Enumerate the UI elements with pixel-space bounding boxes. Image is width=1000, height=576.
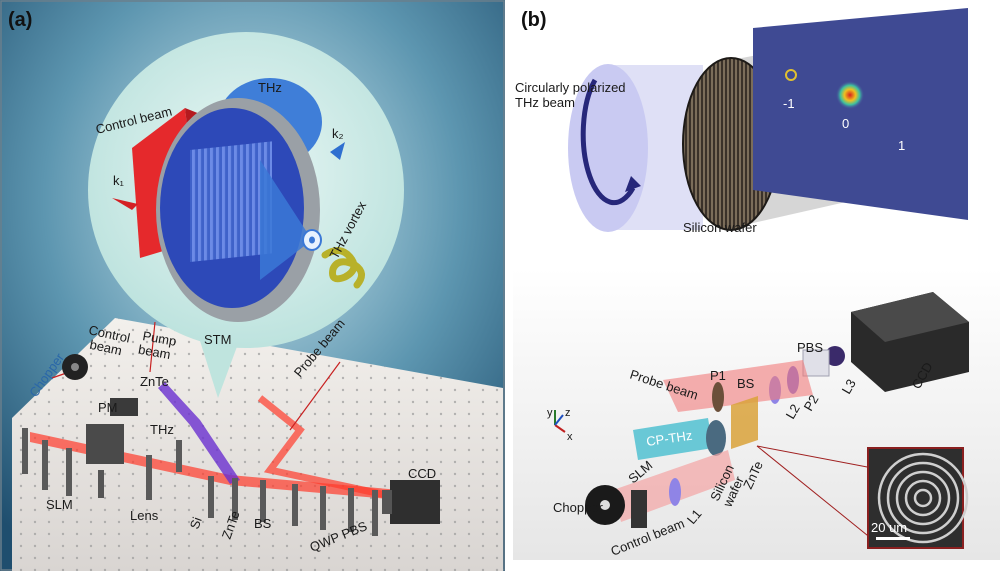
label-slm-a: SLM — [46, 497, 73, 512]
panel-a: Control beam THz k₁ k₂ THz vortex STM Ch… — [0, 0, 505, 571]
probe-laser-path — [257, 395, 401, 502]
label-k1: k₁ — [113, 173, 125, 188]
label-l2: L2 — [783, 401, 803, 421]
ccd-lens-a — [382, 490, 392, 514]
order-0-spot — [836, 81, 864, 109]
zoom-line-1 — [756, 445, 884, 471]
axis-x-line — [554, 424, 566, 433]
label-pump-beam: Pumpbeam — [137, 328, 177, 363]
p1-polarizer — [712, 382, 724, 412]
thz-vortex-cone — [260, 160, 312, 280]
label-k2: k₂ — [332, 126, 344, 141]
diffraction-screen — [753, 8, 968, 220]
label-p2: P2 — [801, 392, 822, 413]
ccd-lens-b — [825, 346, 845, 366]
optical-posts — [22, 428, 378, 536]
label-chopper-b: Chopper — [553, 500, 604, 515]
ccd-camera-a — [390, 480, 440, 524]
ccd-camera-top — [851, 292, 969, 342]
thz-vortex-spiral — [321, 247, 365, 289]
label-thz-table: THz — [150, 422, 174, 437]
optical-table-holes — [12, 318, 503, 571]
label-axis-x: x — [567, 431, 573, 443]
l1-lens — [669, 478, 681, 506]
k2-arrow — [330, 142, 345, 160]
cp-thz-beam — [633, 418, 713, 460]
label-order-1: 1 — [898, 138, 905, 153]
zoom-line-2 — [756, 445, 884, 549]
label-thz: THz — [258, 80, 282, 95]
label-lens: Lens — [130, 508, 159, 523]
label-l3: L3 — [839, 376, 859, 396]
label-bs-a: BS — [254, 516, 272, 531]
beam-splitter — [731, 396, 758, 449]
label-scale-bar: 20 um — [871, 520, 907, 535]
label-cp-thz: CP-THz — [645, 428, 693, 449]
label-ccd-a: CCD — [408, 466, 436, 481]
label-pbs: PBS — [797, 340, 823, 355]
panel-a-tag: (a) — [8, 9, 32, 31]
control-laser-beam — [30, 432, 400, 500]
label-order-m1: -1 — [783, 96, 795, 111]
circular-polarization-arrow — [580, 78, 636, 206]
label-axis-y: y — [547, 407, 553, 419]
inset-ring-pattern — [877, 452, 969, 544]
pump-beam-line — [149, 321, 156, 373]
silicon-wafer-bottom — [706, 420, 726, 456]
circular-polarization-arrowhead — [625, 176, 641, 192]
vortex-core — [309, 236, 315, 244]
panel-b-tag: (b) — [521, 9, 547, 31]
chopper-hub-b — [600, 500, 610, 510]
label-si: Si — [187, 515, 205, 531]
label-znte-top: ZnTe — [140, 374, 169, 389]
panel-a-figure: Control beam THz k₁ k₂ THz vortex STM Ch… — [0, 0, 505, 571]
label-order-0: 0 — [842, 116, 849, 131]
label-bs-b: BS — [737, 376, 755, 391]
probe-beam-line — [289, 361, 341, 431]
label-p1: P1 — [710, 368, 726, 383]
label-stm: STM — [204, 332, 231, 347]
slm-device — [86, 424, 124, 464]
slm-post — [98, 470, 104, 498]
label-control-beam-a: Controlbeam — [84, 322, 131, 359]
label-silicon-wafer-top: Silicon wafer — [683, 220, 757, 235]
k1-arrow — [112, 198, 138, 210]
order-minus1-spot — [785, 69, 797, 81]
axis-z-line — [554, 414, 564, 426]
slm-b — [631, 490, 647, 528]
thz-beam-path — [158, 382, 240, 484]
pm-mount — [110, 398, 138, 416]
probe-beam-b — [663, 360, 813, 412]
scale-bar — [876, 537, 910, 540]
label-axis-z: z — [565, 407, 571, 419]
chopper-hub — [71, 363, 79, 371]
label-pm: PM — [98, 400, 118, 415]
metasurface-grating — [190, 141, 272, 263]
